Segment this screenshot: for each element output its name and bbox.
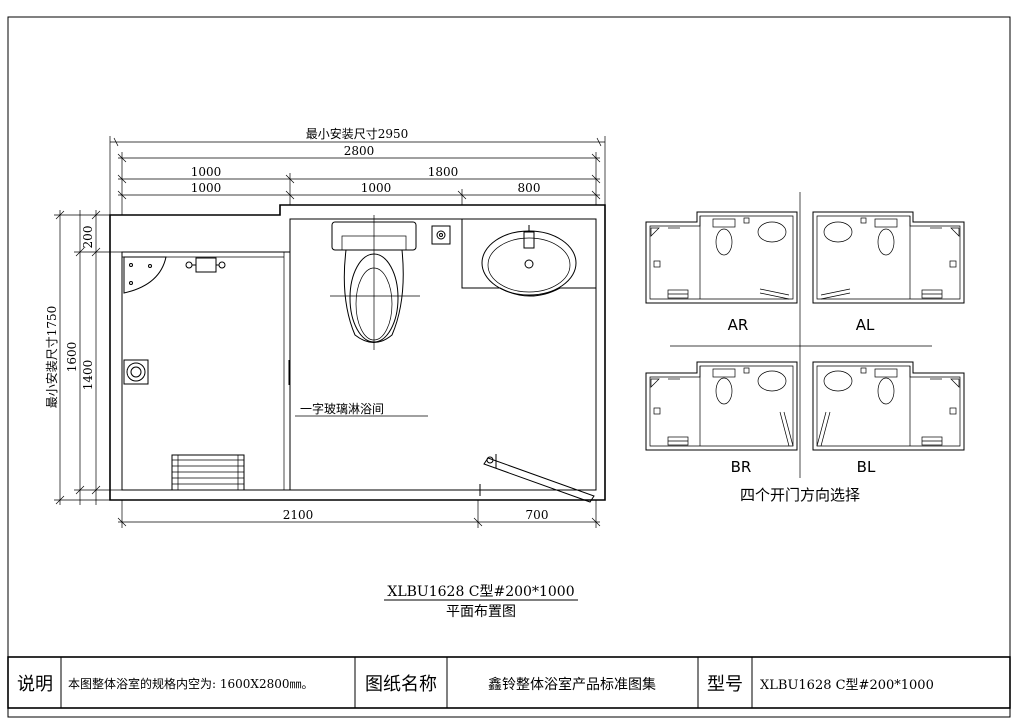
door-option-br-label: BR [731,458,752,476]
note-text: 本图整体浴室的规格内空为: 1600X2800㎜。 [68,676,313,691]
glass-shower-label: 一字玻璃淋浴间 [300,401,384,416]
vanity-basin [461,219,597,297]
dim-part-c-inner: 800 [518,181,541,195]
toilet [330,215,420,350]
dim-overall: 2800 [344,144,375,158]
shower-bench [171,454,245,491]
door-options: AR AL [645,192,965,504]
dim-left-top: 200 [81,226,95,249]
dim-part-a-inner: 1000 [191,181,222,195]
door-option-bl-label: BL [857,458,876,476]
drawing-subtitle: 平面布置图 [446,604,516,620]
title-block: 说明 本图整体浴室的规格内空为: 1600X2800㎜。 图纸名称 鑫铃整体浴室… [7,656,1011,709]
door-option-bl [812,361,965,451]
dim-part-b-inner: 1000 [361,181,392,195]
dim-part-b-outer: 1800 [428,165,459,179]
dim-min-install-width: 最小安装尺寸1750 [44,306,59,409]
door-swing [479,454,595,503]
door-options-caption: 四个开门方向选择 [740,486,860,504]
dimension-lines: 最小安装尺寸2950 2800 1000 1800 1000 1000 800 … [44,126,606,528]
plan-inner-wall [121,218,597,491]
floor-drain [123,359,149,385]
corner-shelf [123,256,167,294]
model-value: XLBU1628 C型#200*1000 [760,678,934,693]
door-option-al-label: AL [856,316,875,334]
wall-outlet [431,225,451,245]
shower-mixer [185,257,226,273]
sheet-border [7,16,1011,718]
drawing-name: 鑫铃整体浴室产品标准图集 [488,676,656,693]
note-label: 说明 [17,674,53,695]
door-option-ar [645,211,798,304]
dim-min-install-length: 最小安装尺寸2950 [306,126,409,141]
door-option-al [812,211,965,304]
door-option-br [645,361,798,451]
floor-plan: 一字玻璃淋浴间 [109,204,606,503]
dim-bottom-right: 700 [526,508,549,522]
drawing-name-label: 图纸名称 [365,674,437,695]
drawing-model-caption: XLBU1628 C型#200*1000 [387,584,574,600]
dim-bottom-left: 2100 [283,508,314,522]
model-label: 型号 [707,674,743,695]
dim-height-1600: 1600 [65,342,79,373]
plan-outer-wall [109,204,606,501]
dim-height-1400: 1400 [81,360,95,391]
dim-part-a-outer: 1000 [191,165,222,179]
door-option-ar-label: AR [728,316,749,334]
